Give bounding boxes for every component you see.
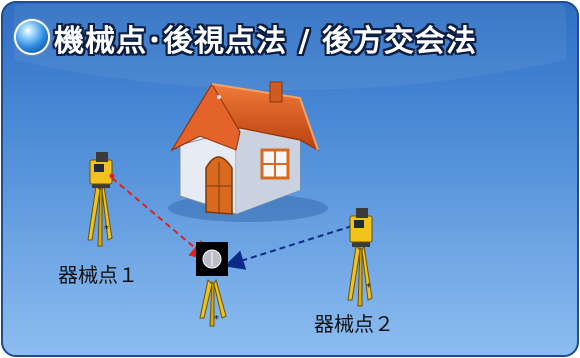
svg-text:*: * [366, 282, 371, 293]
total-station-icon-1: * [87, 152, 115, 247]
diagram-title: 機械点･後視点法 / 後方交会法 [54, 24, 477, 59]
background-sheen [14, 4, 566, 90]
sight-line-station1 [111, 177, 211, 261]
target-prism-icon: * [196, 242, 228, 327]
station2-label: 器械点２ [314, 312, 394, 336]
total-station-icon-2: * [347, 208, 373, 307]
sight-line-station2 [224, 225, 353, 270]
svg-text:*: * [104, 224, 109, 235]
globe-bullet-icon [16, 21, 48, 53]
svg-text:*: * [214, 314, 219, 325]
station1-label: 器械点１ [58, 263, 138, 287]
house-icon [168, 81, 328, 222]
